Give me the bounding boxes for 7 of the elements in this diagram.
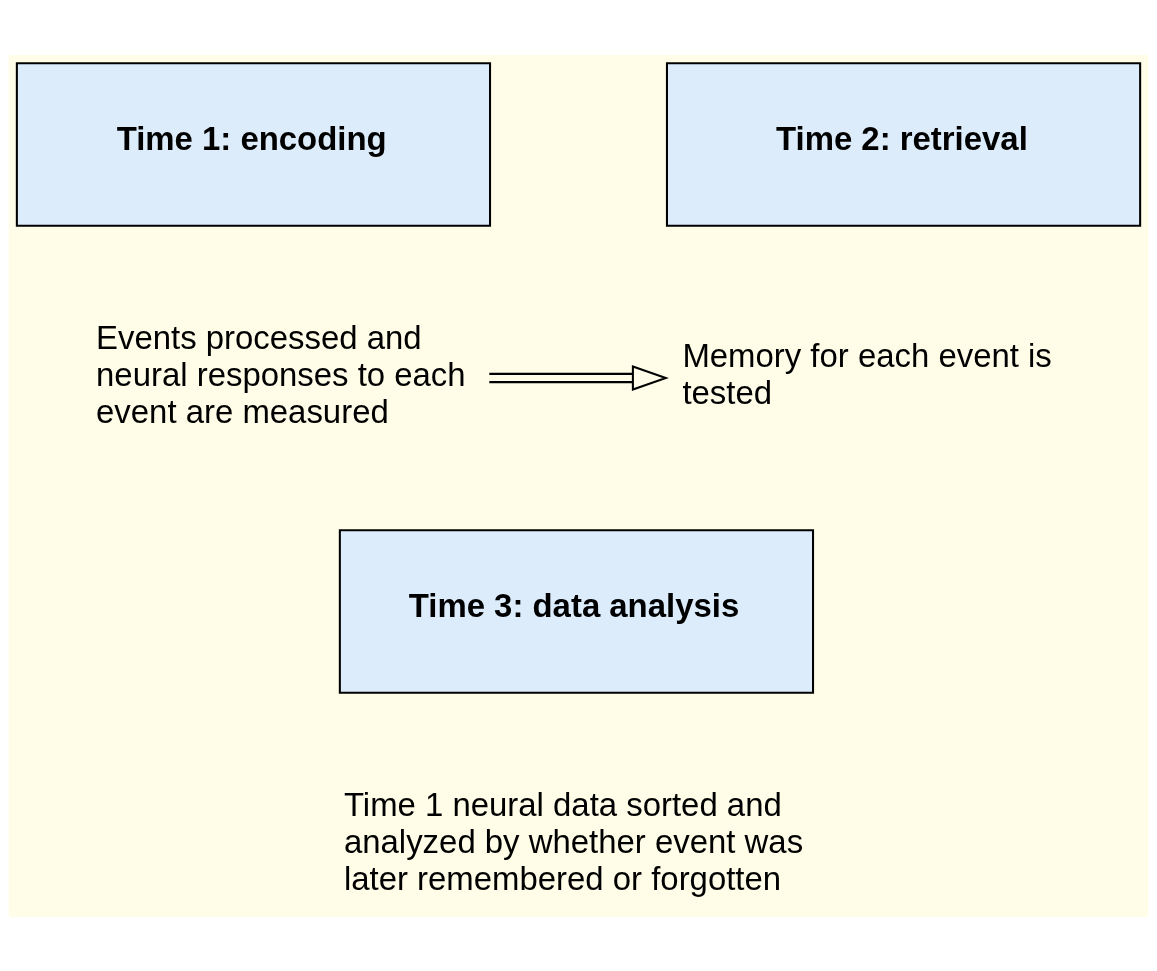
node-text: Events processed and neural responses to each event are measured	[96, 318, 466, 430]
node-text: Memory for each event is tested	[682, 336, 1052, 411]
arrow	[489, 364, 669, 391]
node-label: Time 1 neural data sorted and analyzed by whether event was later remembered or forgotten	[343, 785, 804, 897]
node-box: Time 2: retrieval	[665, 61, 1142, 227]
node-box: Time 3: data analysis	[338, 528, 815, 694]
node-box: Time 1: encoding	[15, 61, 492, 227]
